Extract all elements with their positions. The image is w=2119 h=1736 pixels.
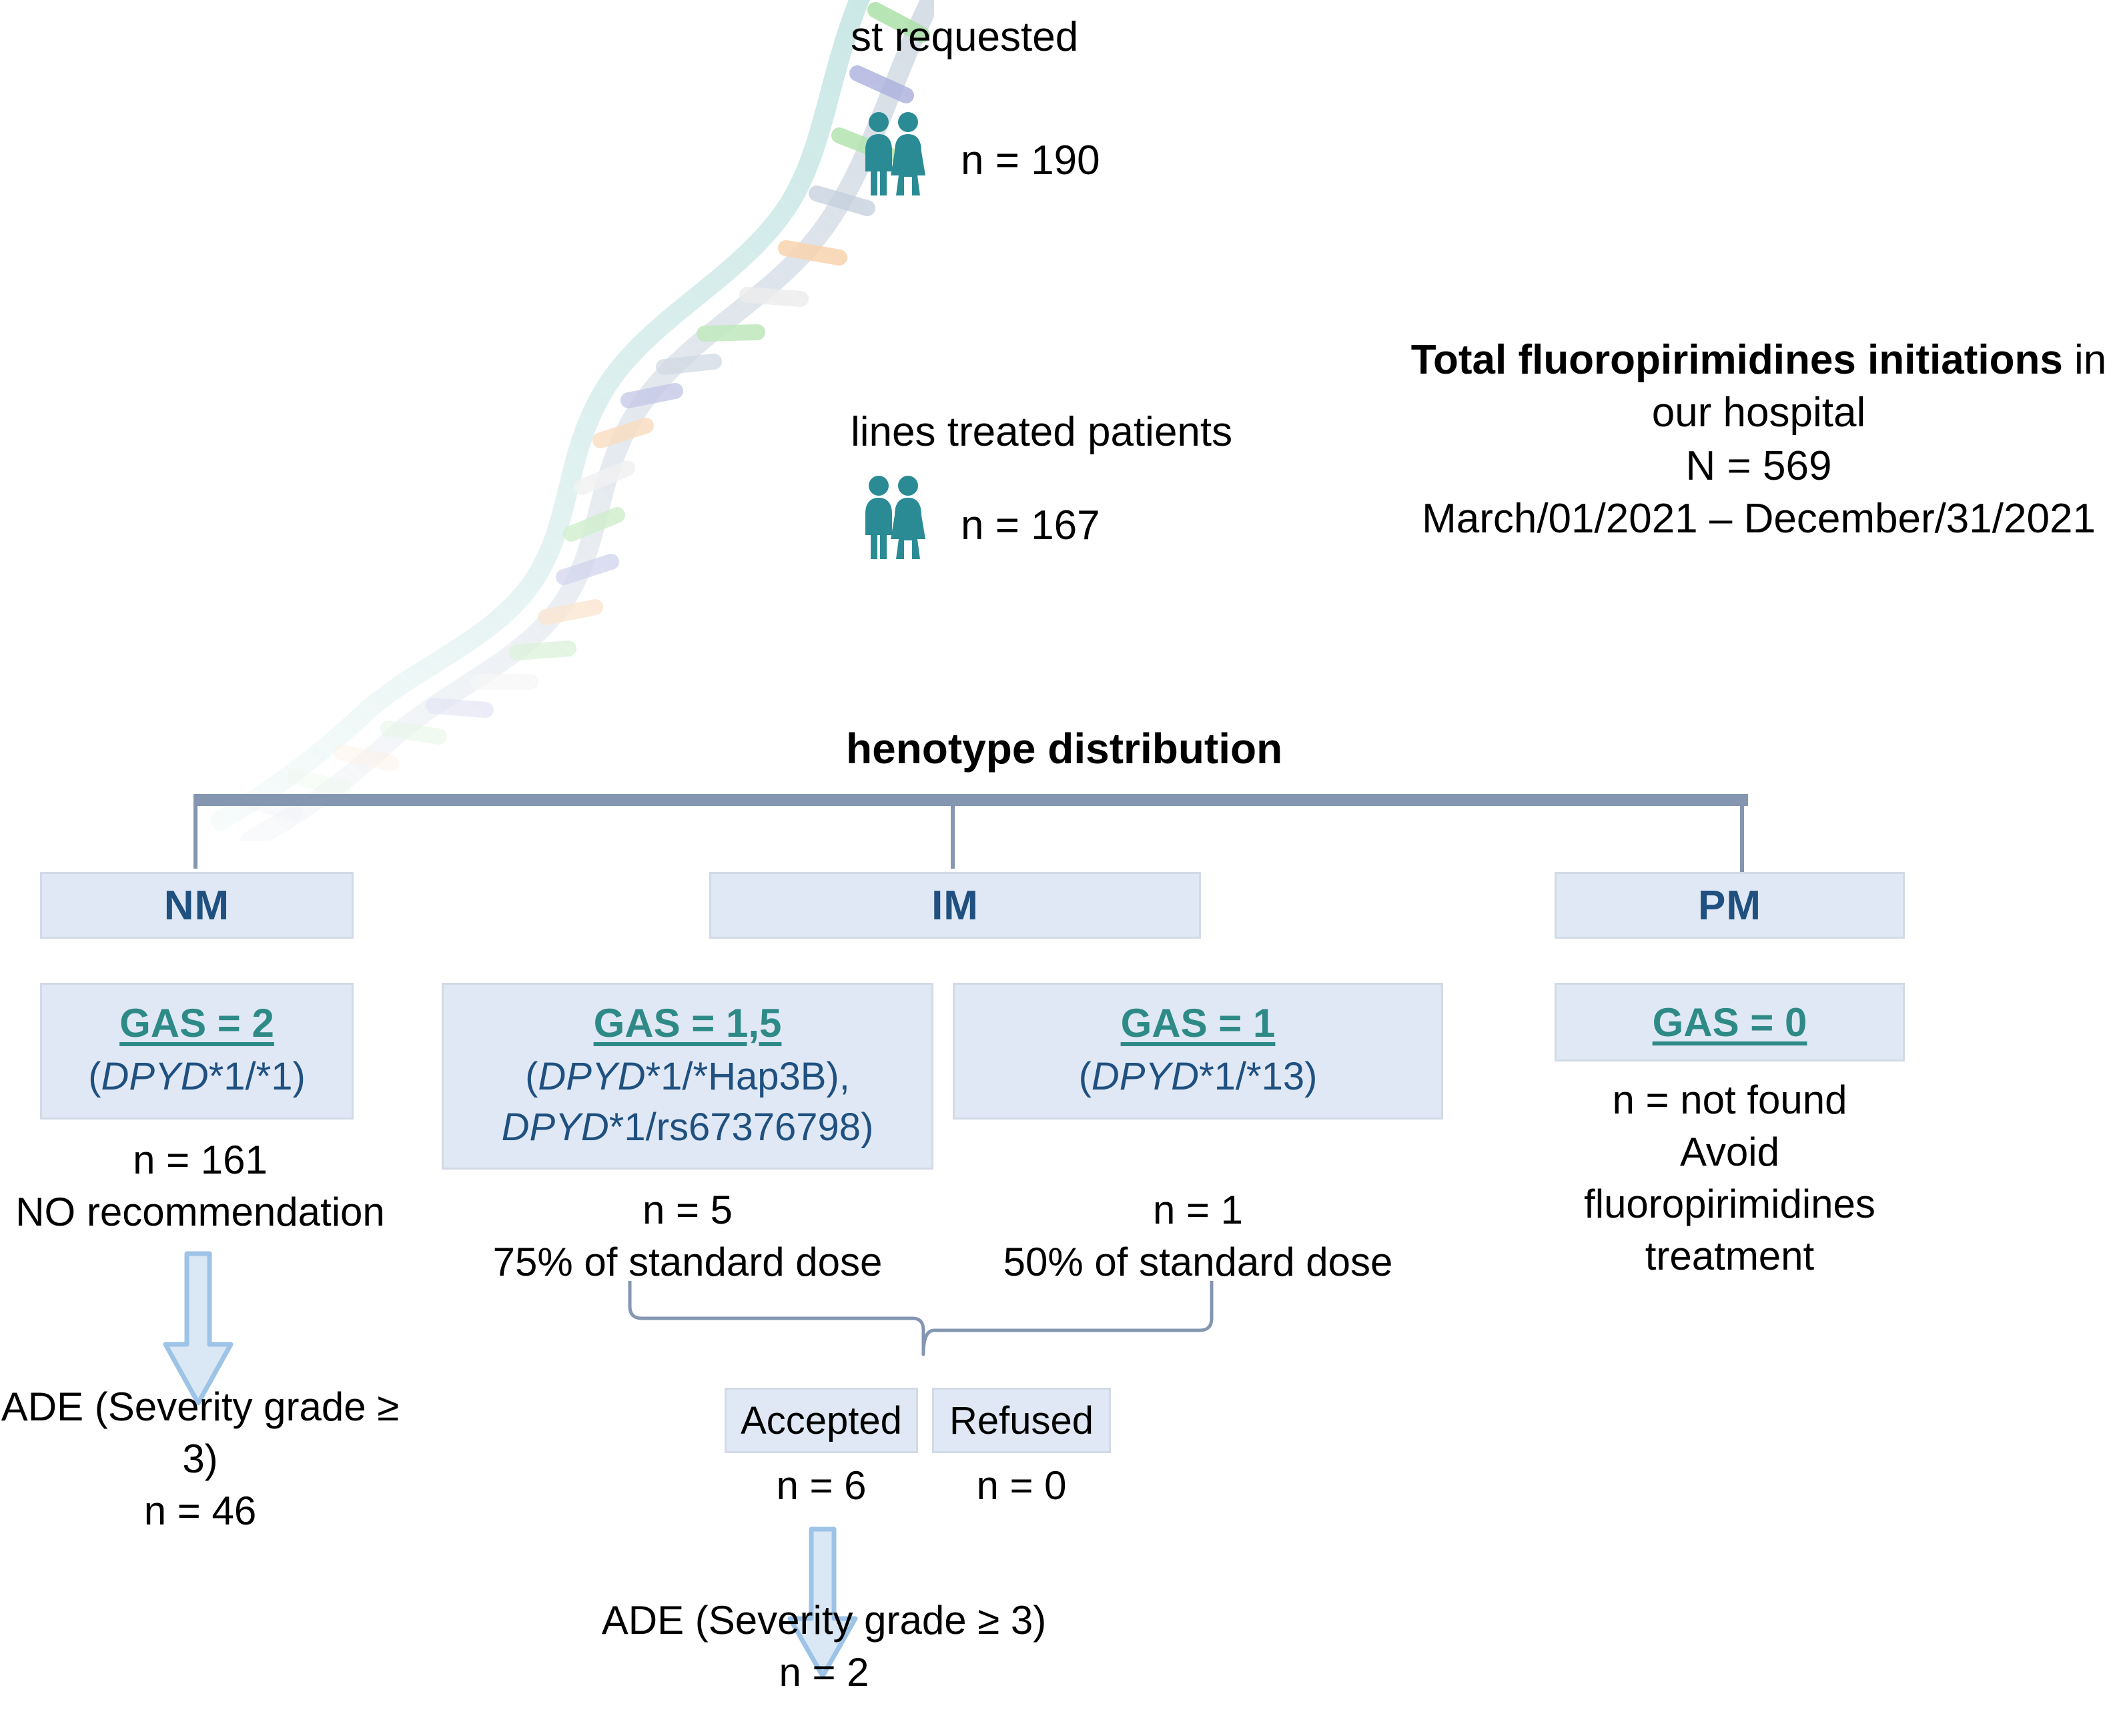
im-down-arrow xyxy=(787,1527,858,1679)
gas-box-0[interactable]: GAS = 0 xyxy=(1555,983,1905,1061)
pm-recommendation-line2: treatment xyxy=(1645,1234,1815,1278)
treated-patients-count: n = 167 xyxy=(961,502,1100,548)
nm-ade-label: ADE (Severity grade ≥ 3) xyxy=(1,1384,400,1481)
dna-helix-background xyxy=(210,0,934,841)
pm-recommendation-line1: Avoid fluoropirimidines xyxy=(1584,1130,1875,1226)
nm-ade-outcome: ADE (Severity grade ≥ 3) n = 46 xyxy=(0,1381,400,1537)
im15-notes: n = 5 75% of standard dose xyxy=(442,1184,933,1288)
im15-count: n = 5 xyxy=(642,1188,733,1232)
accepted-box[interactable]: Accepted xyxy=(725,1388,918,1453)
gas-box-2[interactable]: GAS = 2 (DPYD*1/*1) xyxy=(40,983,354,1120)
phenotype-box-im[interactable]: IM xyxy=(709,872,1201,939)
genotype-label-15: (DPYD*1/*Hap3B),DPYD*1/rs67376798) xyxy=(501,1055,874,1149)
im-ade-outcome: ADE (Severity grade ≥ 3) n = 2 xyxy=(587,1595,1061,1699)
accepted-label: Accepted xyxy=(741,1398,902,1442)
im1-count: n = 1 xyxy=(1152,1188,1244,1232)
test-requested-count: n = 190 xyxy=(961,137,1100,183)
treated-patients-label: lines treated patients xyxy=(851,409,1233,455)
refused-count: n = 0 xyxy=(976,1463,1067,1508)
im1-dose: 50% of standard dose xyxy=(1003,1240,1393,1284)
phenotype-label-nm: NM xyxy=(163,882,230,929)
genotype-label-1: (DPYD*1/*13) xyxy=(1078,1055,1318,1099)
gas-label-15: GAS = 1,5 xyxy=(593,1001,782,1046)
study-summary: Total fluoropirimidines initiations in o… xyxy=(1398,334,2119,545)
refused-label: Refused xyxy=(949,1398,1094,1442)
summary-line-4: March/01/2021 – December/31/2021 xyxy=(1422,496,2096,542)
pm-notes: n = not found Avoid fluoropirimidines tr… xyxy=(1535,1074,1925,1282)
pm-count: n = not found xyxy=(1612,1077,1847,1122)
refused-box[interactable]: Refused xyxy=(932,1388,1111,1453)
phenotype-label-im: IM xyxy=(931,882,979,929)
phenotype-box-pm[interactable]: PM xyxy=(1555,872,1905,939)
summary-line-1-bold: Total fluoropirimidines initiations xyxy=(1410,337,2063,383)
im-ade-label: ADE (Severity grade ≥ 3) xyxy=(601,1598,1047,1643)
summary-line-1: Total fluoropirimidines initiations in xyxy=(1398,334,2119,386)
summary-line-3: N = 569 xyxy=(1685,442,1832,489)
im1-notes: n = 1 50% of standard dose xyxy=(953,1184,1443,1288)
nm-notes: n = 161 NO recommendation xyxy=(0,1134,400,1238)
gas-label-0: GAS = 0 xyxy=(1652,999,1807,1045)
im-ade-count: n = 2 xyxy=(779,1650,869,1695)
gas-label-2: GAS = 2 xyxy=(119,1001,274,1046)
nm-recommendation: NO recommendation xyxy=(15,1190,385,1234)
summary-line-2: our hospital xyxy=(1651,390,1866,436)
couple-icon xyxy=(865,476,925,559)
gas-box-15[interactable]: GAS = 1,5 (DPYD*1/*Hap3B),DPYD*1/rs67376… xyxy=(442,983,933,1170)
gas-box-1[interactable]: GAS = 1 (DPYD*1/*13) xyxy=(953,983,1443,1120)
tree-connector xyxy=(193,794,1748,873)
im15-dose: 75% of standard dose xyxy=(492,1240,883,1284)
gas-label-1: GAS = 1 xyxy=(1120,1001,1276,1046)
nm-down-arrow xyxy=(163,1251,234,1406)
summary-line-1-rest: in xyxy=(2062,337,2107,383)
im-merge-brace xyxy=(628,1281,1214,1356)
phenotype-distribution-title: henotype distribution xyxy=(846,725,1283,773)
phenotype-label-pm: PM xyxy=(1698,882,1761,929)
couple-icon xyxy=(865,112,925,195)
genotype-label-2: (DPYD*1/*1) xyxy=(88,1055,306,1099)
nm-count: n = 161 xyxy=(133,1138,268,1182)
accepted-count: n = 6 xyxy=(776,1463,867,1508)
nm-ade-count: n = 46 xyxy=(143,1488,257,1533)
test-requested-label: st requested xyxy=(851,14,1079,60)
phenotype-box-nm[interactable]: NM xyxy=(40,872,354,939)
